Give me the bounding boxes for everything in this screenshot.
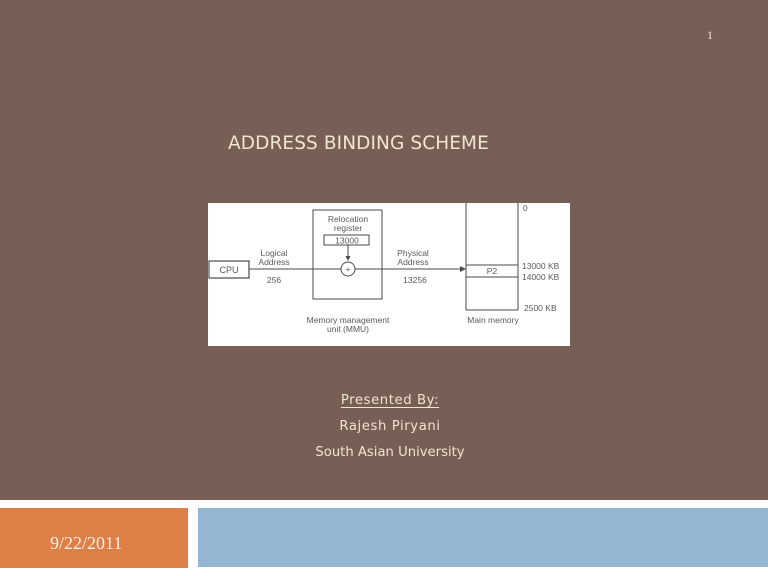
main-memory-label: Main memory bbox=[467, 315, 519, 325]
logical-address-label-1: Logical bbox=[261, 248, 288, 258]
physical-address-value: 13256 bbox=[403, 275, 427, 285]
presented-by-heading: Presented By: bbox=[340, 393, 440, 408]
cpu-label: CPU bbox=[219, 265, 238, 275]
mmu-label-2: unit (MMU) bbox=[327, 324, 369, 334]
logical-address-label-2: Address bbox=[258, 257, 289, 267]
footer-bar bbox=[198, 508, 768, 567]
physical-address-label-1: Physical bbox=[397, 248, 429, 258]
relocation-register-label-1: Relocation bbox=[328, 214, 368, 224]
slide-title: ADDRESS BINDING SCHEME bbox=[228, 133, 489, 154]
cpu-box: CPU bbox=[208, 260, 250, 279]
logical-address-value: 256 bbox=[267, 275, 281, 285]
relocation-register-value: 13000 bbox=[335, 236, 359, 246]
memory-mark-13000: 13000 KB bbox=[522, 261, 560, 271]
relocation-register-label-2: register bbox=[334, 223, 363, 233]
footer-date-box: 9/22/2011 bbox=[0, 508, 188, 568]
memory-mark-14000: 14000 KB bbox=[522, 272, 560, 282]
memory-block-p2: P2 bbox=[487, 266, 498, 276]
presenter-institution: South Asian University bbox=[315, 445, 465, 460]
mmu-label-1: Memory management bbox=[307, 315, 390, 325]
physical-address-label-2: Address bbox=[397, 257, 428, 267]
address-binding-diagram: CPU Logical Address 256 Relocation regis… bbox=[208, 203, 570, 346]
footer-date: 9/22/2011 bbox=[50, 533, 123, 553]
memory-mark-2500: 2500 KB bbox=[524, 303, 557, 313]
presenter-block: Presented By: Rajesh Piryani South Asian… bbox=[290, 388, 490, 466]
adder-icon: + bbox=[346, 265, 351, 274]
memory-mark-0: 0 bbox=[523, 203, 528, 213]
slide-number: 1 bbox=[707, 28, 713, 42]
presenter-name: Rajesh Piryani bbox=[339, 419, 441, 434]
